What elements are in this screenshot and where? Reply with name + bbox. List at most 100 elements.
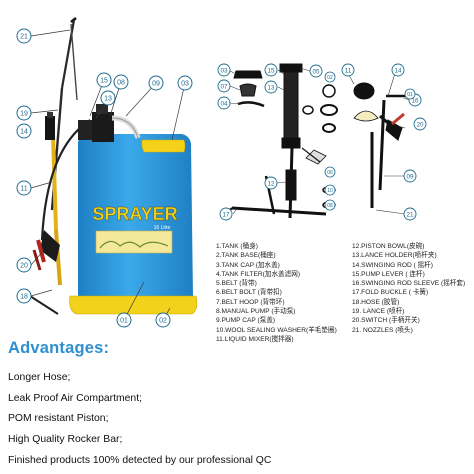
photo-callouts: 21 19 15 13 08 09 03 14 11 18 20 01 02 <box>16 28 193 328</box>
callout-08: 08 <box>113 74 129 90</box>
svg-text:11: 11 <box>345 67 352 74</box>
pump-lever <box>45 112 62 286</box>
svg-text:13: 13 <box>267 84 275 91</box>
svg-text:14: 14 <box>20 129 28 136</box>
svg-text:20: 20 <box>416 121 424 128</box>
part-item: 17.FOLD BUCKLE ( 卡簧) <box>352 289 429 297</box>
tank-base <box>69 295 198 315</box>
diagram-callout-15: 15 <box>264 63 278 77</box>
diagram-callout-12: 12 <box>264 176 278 190</box>
diagram-callout-13: 13 <box>264 80 278 94</box>
part-item: 6.BELT BOLT (背带扣) <box>216 289 282 297</box>
callout-20: 20 <box>16 257 32 273</box>
svg-text:13: 13 <box>104 96 112 103</box>
advantage-item: Longer Hose; <box>8 372 71 383</box>
svg-text:03: 03 <box>220 67 228 74</box>
part-item: 16.SWINGING ROD SLEEVE (摇杆套) <box>352 280 466 288</box>
diagram-callout-20: 20 <box>413 117 427 131</box>
callout-01: 01 <box>116 312 132 328</box>
diagram-callout-17: 17 <box>219 207 233 221</box>
part-item: 13.LANCE HOLDER(喷杆夹) <box>352 252 437 260</box>
part-item: 7.BELT HOOP (背带环) <box>216 298 285 306</box>
diagram-callout-09: 09 <box>403 169 417 183</box>
svg-text:04: 04 <box>220 100 228 107</box>
part-item: 18.HOSE (胶管) <box>352 298 400 306</box>
callout-13: 13 <box>100 90 116 106</box>
part-item: 1.TANK (桶身) <box>216 243 259 250</box>
svg-text:01: 01 <box>407 92 413 98</box>
tank-body <box>78 134 193 307</box>
part-item: 12.PISTON BOWL(皮碗) <box>352 243 425 250</box>
callout-21: 21 <box>16 28 32 44</box>
diagram-callout-11: 11 <box>341 63 355 77</box>
sprayer-label: SPRAYER <box>92 204 177 224</box>
svg-text:16: 16 <box>411 97 419 104</box>
svg-text:10: 10 <box>327 188 333 194</box>
parts-list-left: 1.TANK (桶身) 2.TANK BASE(桶座) 3.TANK CAP (… <box>216 242 337 344</box>
svg-text:01: 01 <box>120 318 128 325</box>
switch-handle <box>32 230 60 271</box>
callout-18: 18 <box>16 288 32 304</box>
advantage-item: Leak Proof Air Compartment; <box>8 392 142 404</box>
exploded-diagram <box>225 63 410 219</box>
capacity-label: 16 Litre <box>154 225 171 231</box>
callout-02: 02 <box>155 312 171 328</box>
svg-text:09: 09 <box>406 173 414 180</box>
diagram-callout-08: 08 <box>324 199 336 211</box>
svg-text:12: 12 <box>267 180 275 187</box>
parts-list-right: 12.PISTON BOWL(皮碗) 13.LANCE HOLDER(喷杆夹) … <box>352 242 465 335</box>
svg-text:08: 08 <box>327 203 333 209</box>
diagram-callout-14: 14 <box>391 63 405 77</box>
part-item: 5.BELT (背带) <box>216 280 257 288</box>
part-item: 4.TANK FILTER(加水盖滤网) <box>216 270 301 278</box>
svg-text:11: 11 <box>20 186 27 193</box>
part-item: 14.SWINGING ROD ( 摇杆) <box>352 261 433 269</box>
part-item: 19. LANCE (喷杆) <box>352 308 405 316</box>
svg-text:15: 15 <box>267 67 275 74</box>
advantage-item: Finished products 100% detected by our p… <box>8 454 272 466</box>
svg-text:15: 15 <box>100 78 108 85</box>
diagram-callouts: 03 07 04 15 13 05 11 14 16 02 12 06 17 1… <box>217 63 427 221</box>
svg-text:09: 09 <box>152 81 160 88</box>
svg-text:14: 14 <box>394 67 402 74</box>
callout-14: 14 <box>16 123 32 139</box>
diagram-callout-03: 03 <box>217 63 231 77</box>
svg-text:21: 21 <box>406 211 414 218</box>
diagram-callout-01: 01 <box>404 88 416 100</box>
svg-text:18: 18 <box>20 294 28 301</box>
advantages-list: Longer Hose; Leak Proof Air Compartment;… <box>8 368 271 472</box>
tank-decal <box>95 230 173 254</box>
part-item: 11.LIQUID MIXER(搅拌器) <box>216 335 294 343</box>
tank-cap <box>141 139 186 153</box>
part-item: 8.MANUAL PUMP (手动泵) <box>216 308 296 316</box>
svg-text:08: 08 <box>117 80 125 87</box>
diagram-callout-04: 04 <box>217 96 231 110</box>
part-item: 20.SWITCH (手柄开关) <box>352 317 420 325</box>
callout-11: 11 <box>16 180 32 196</box>
callout-03: 03 <box>177 75 193 91</box>
svg-text:02: 02 <box>159 318 167 325</box>
advantages-title: Advantages: <box>8 339 110 357</box>
advantage-item: High Quality Rocker Bar; <box>8 434 123 446</box>
diagram-callout-10: 10 <box>324 184 336 196</box>
diagram-callout-07: 07 <box>217 79 231 93</box>
svg-text:20: 20 <box>20 263 28 270</box>
callout-19: 19 <box>16 105 32 121</box>
advantage-item: POM resistant Piston; <box>8 413 109 425</box>
part-item: 21. NOZZLES (喷头) <box>352 326 413 334</box>
svg-text:21: 21 <box>20 34 28 41</box>
callout-15: 15 <box>96 72 112 88</box>
part-item: 2.TANK BASE(桶座) <box>216 252 276 260</box>
pump-assembly <box>78 104 141 142</box>
part-item: 15.PUMP LEVER ( 连杆) <box>352 270 425 278</box>
part-item: 10.WOOL SEALING WASHER(羊毛垫圈) <box>216 326 337 334</box>
svg-text:17: 17 <box>222 211 230 218</box>
callout-09: 09 <box>148 75 164 91</box>
part-item: 3.TANK CAP (加水盖) <box>216 261 280 269</box>
diagram-callout-05: 05 <box>309 64 323 78</box>
diagram-callout-06: 06 <box>324 166 336 178</box>
svg-text:05: 05 <box>312 68 320 75</box>
part-item: 9.PUMP CAP (泵盖) <box>216 317 276 325</box>
svg-text:19: 19 <box>20 111 28 118</box>
svg-text:06: 06 <box>327 170 333 176</box>
